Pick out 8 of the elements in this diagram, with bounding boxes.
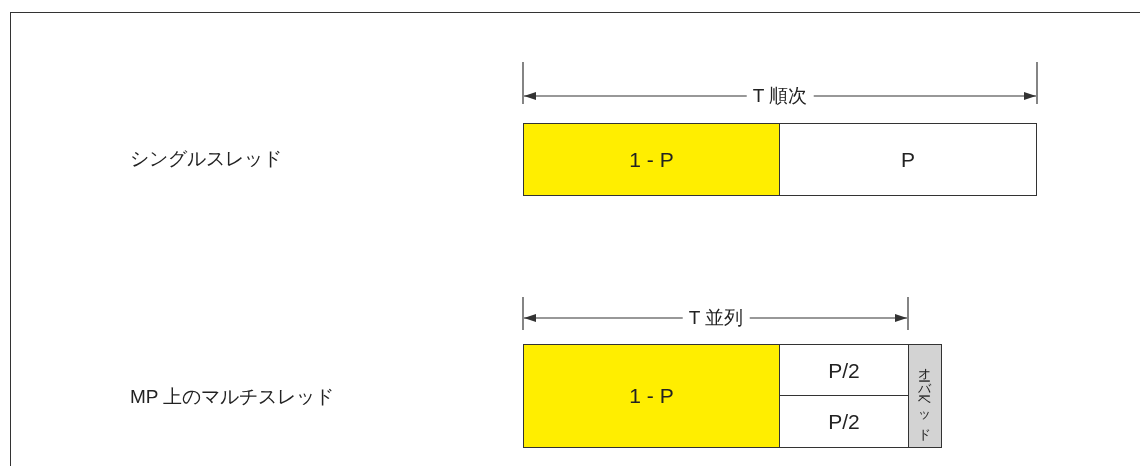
serial-segment: 1 - P xyxy=(523,344,780,448)
row-title: シングルスレッド xyxy=(130,147,282,171)
serial-segment: 1 - P xyxy=(523,123,780,196)
parallel-segment: P/2 xyxy=(779,395,909,448)
row-title: MP 上のマルチスレッド xyxy=(130,385,335,409)
overhead-segment: オーバーヘッド xyxy=(908,344,942,448)
parallel-segment: P xyxy=(779,123,1037,196)
dimension-label: T 順次 xyxy=(746,83,814,109)
